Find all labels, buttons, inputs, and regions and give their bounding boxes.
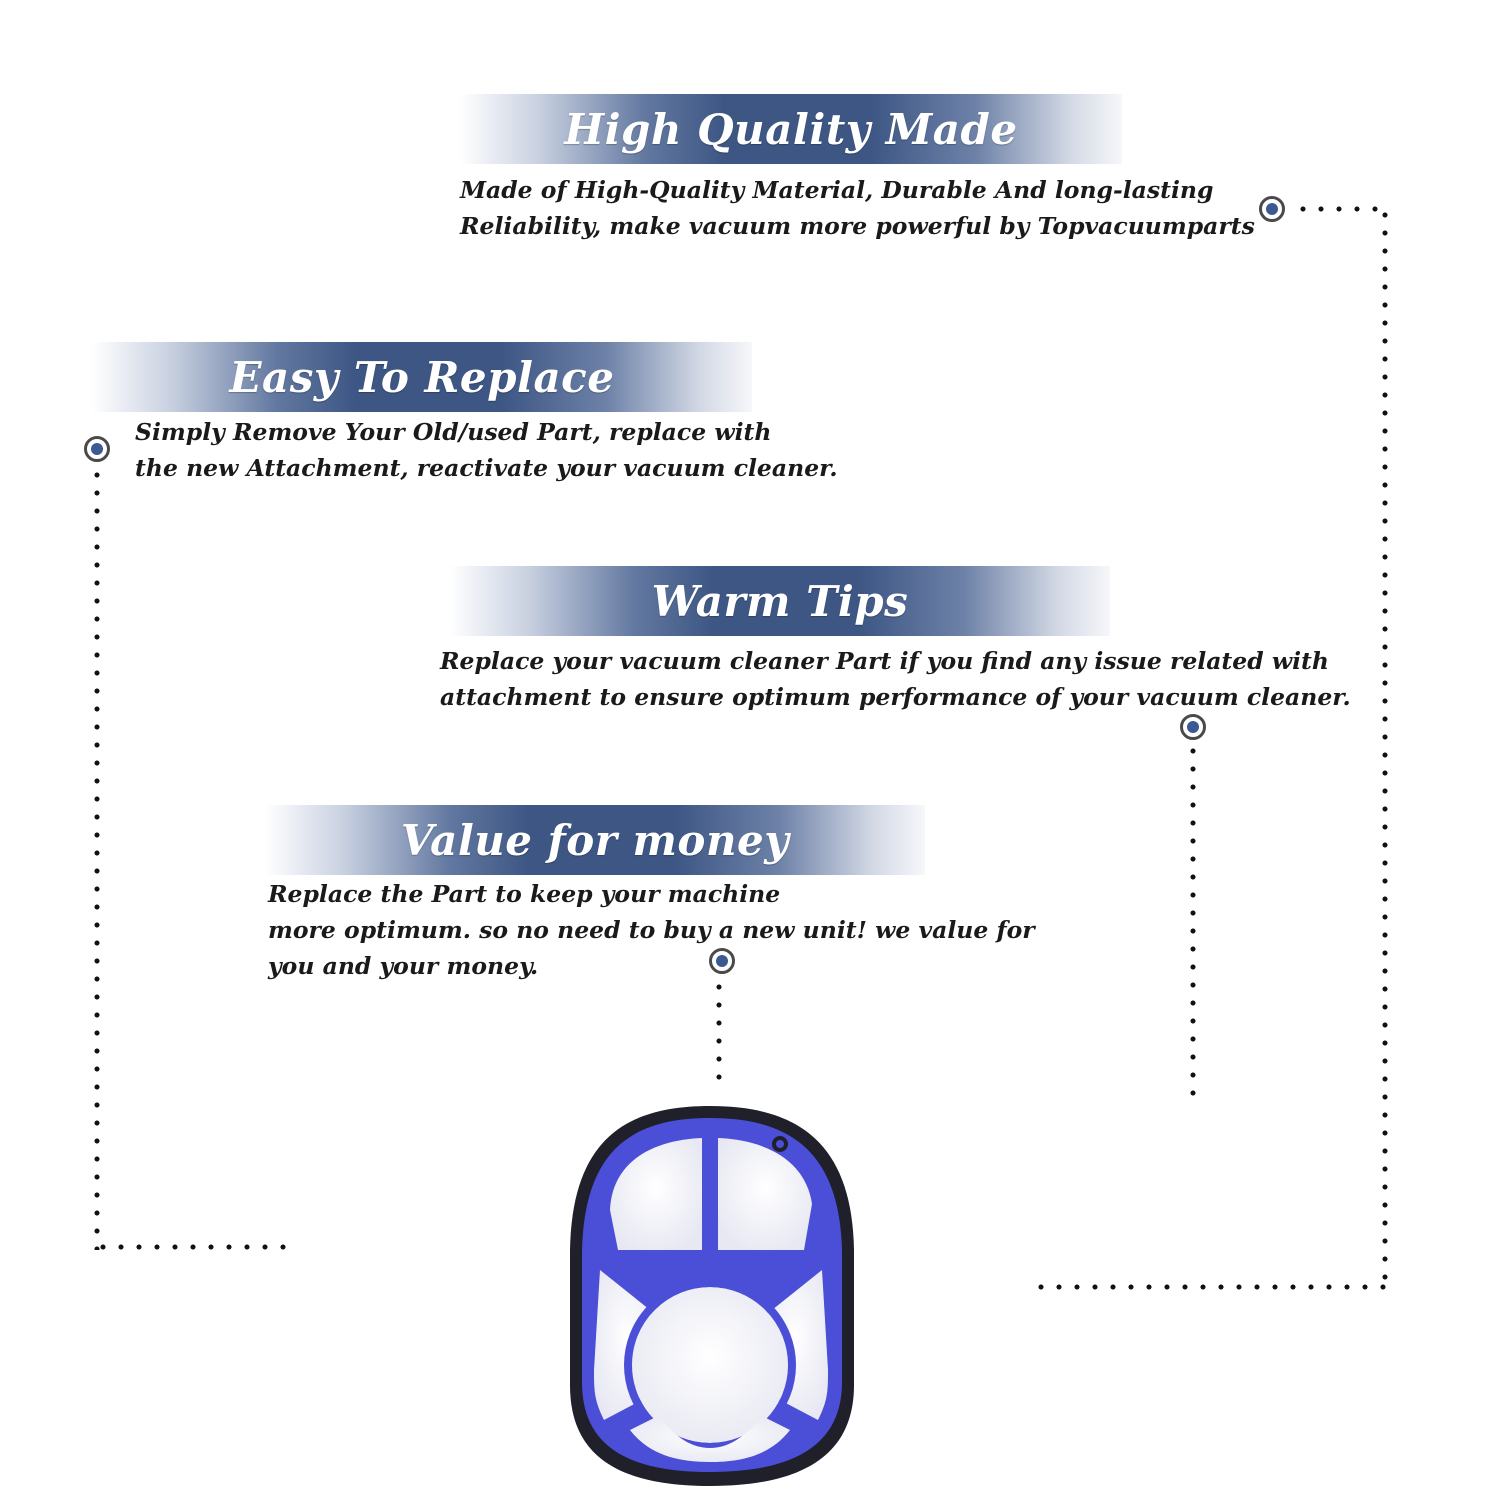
description-line: the new Attachment, reactivate your vacu… <box>135 454 838 482</box>
marker-value-for-money <box>709 948 735 974</box>
marker-easy-to-replace <box>84 436 110 462</box>
description-line: more optimum. so no need to buy a new un… <box>268 916 1035 944</box>
description-line: attachment to ensure optimum performance… <box>440 683 1351 711</box>
connector-dots <box>1190 742 1196 1108</box>
feature-title: Value for money <box>400 815 790 865</box>
banner-value-for-money: Value for money <box>265 805 925 875</box>
feature-description-easy-to-replace: Simply Remove Your Old/used Part, replac… <box>135 414 838 486</box>
feature-description-value-for-money: Replace the Part to keep your machine mo… <box>268 876 1035 984</box>
connector-dots <box>1294 206 1386 212</box>
feature-title: High Quality Made <box>564 104 1018 154</box>
vacuum-filter-image <box>570 1106 854 1486</box>
banner-easy-to-replace: Easy To Replace <box>92 342 752 412</box>
connector-dots <box>94 1244 294 1250</box>
feature-title: Easy To Replace <box>229 352 615 402</box>
connector-dots <box>716 978 722 1092</box>
filter-mesh-center <box>632 1287 788 1443</box>
filter-mesh-bottom <box>630 1416 790 1462</box>
connector-dots <box>1382 206 1388 1292</box>
feature-description-warm-tips: Replace your vacuum cleaner Part if you … <box>440 643 1351 715</box>
connector-dots <box>1032 1284 1388 1290</box>
description-line: Replace the Part to keep your machine <box>268 880 781 908</box>
description-line: Simply Remove Your Old/used Part, replac… <box>135 418 772 446</box>
filter-mesh-right <box>762 1270 828 1420</box>
description-line: you and your money. <box>268 952 539 980</box>
marker-warm-tips <box>1180 714 1206 740</box>
filter-center-ring <box>624 1279 796 1451</box>
marker-high-quality <box>1259 196 1285 222</box>
feature-title: Warm Tips <box>651 576 909 626</box>
filter-mesh-top-right <box>718 1138 812 1250</box>
description-line: Replace your vacuum cleaner Part if you … <box>440 647 1329 675</box>
feature-description-high-quality: Made of High-Quality Material, Durable A… <box>460 172 1255 244</box>
banner-warm-tips: Warm Tips <box>450 566 1110 636</box>
banner-high-quality: High Quality Made <box>460 94 1122 164</box>
description-line: Made of High-Quality Material, Durable A… <box>460 176 1214 204</box>
description-line: Reliability, make vacuum more powerful b… <box>460 212 1255 240</box>
connector-dots <box>94 466 100 1250</box>
filter-mesh-top-left <box>610 1138 702 1250</box>
